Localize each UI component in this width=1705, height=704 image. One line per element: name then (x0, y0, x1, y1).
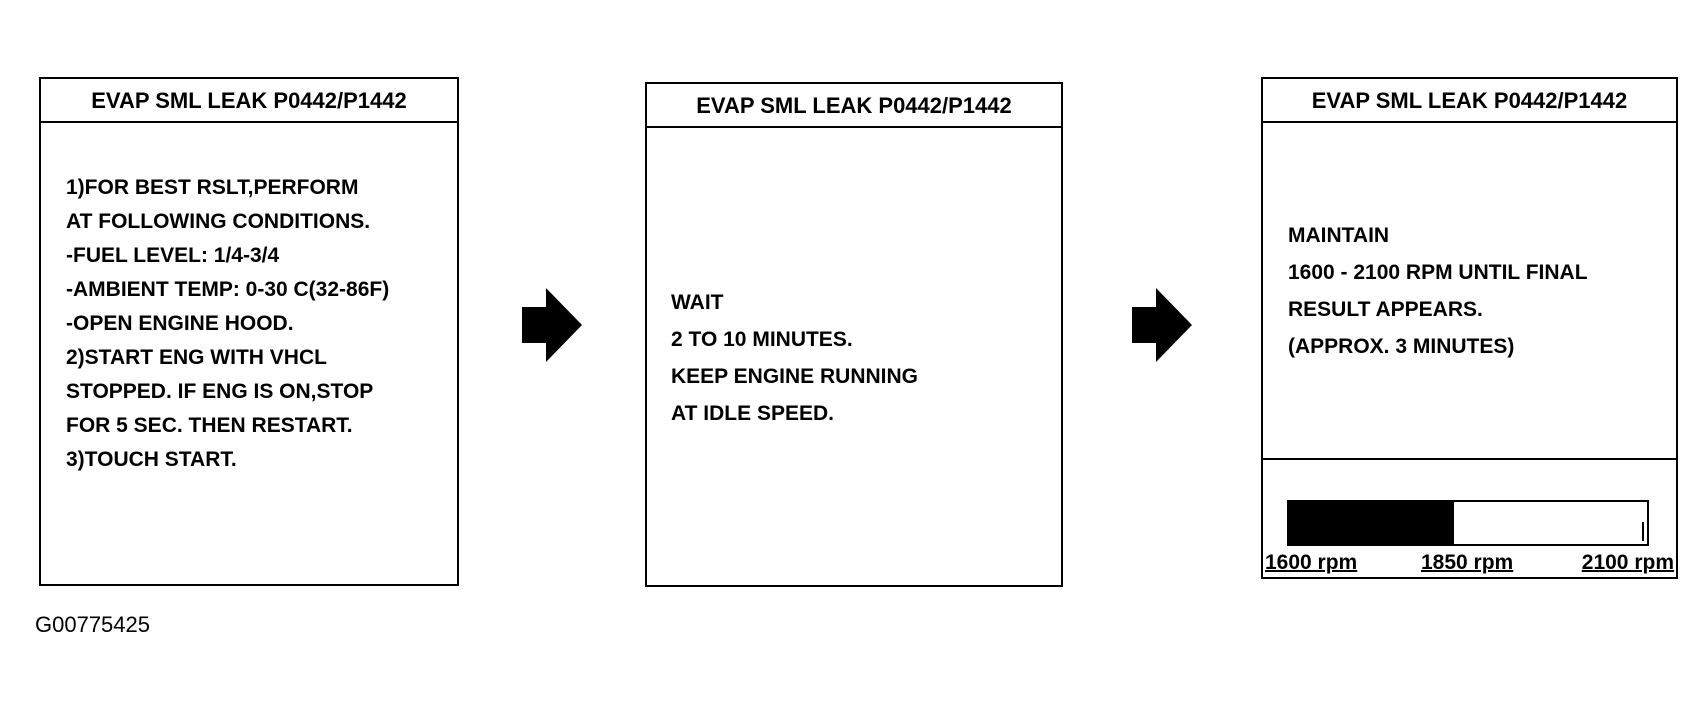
rpm-gauge-min-label: 1600 rpm (1265, 551, 1358, 574)
screen-1-line: FOR 5 SEC. THEN RESTART. (66, 414, 353, 437)
screen-2-title: EVAP SML LEAK P0442/P1442 (647, 84, 1061, 128)
rpm-gauge-fill (1289, 502, 1454, 544)
screen-1-line: -AMBIENT TEMP: 0-30 C(32-86F) (66, 278, 390, 301)
screen-3-line: MAINTAIN (1288, 224, 1390, 247)
screen-3-line: (APPROX. 3 MINUTES) (1288, 335, 1515, 358)
screen-2-line: KEEP ENGINE RUNNING (671, 365, 918, 388)
rpm-gauge-mid-label: 1850 rpm (1421, 551, 1514, 574)
screen-3-maintain-rpm: EVAP SML LEAK P0442/P1442 MAINTAIN 1600 … (1261, 77, 1678, 579)
screen-2-line: 2 TO 10 MINUTES. (671, 328, 853, 351)
rpm-gauge-labels: 1600 rpm 1850 rpm 2100 rpm (1263, 549, 1676, 577)
screen-3-title: EVAP SML LEAK P0442/P1442 (1263, 79, 1676, 123)
figure-id: G00775425 (35, 612, 150, 637)
screen-1-line: 2)START ENG WITH VHCL (66, 346, 327, 369)
screen-1-body: 1)FOR BEST RSLT,PERFORM AT FOLLOWING CON… (41, 171, 457, 477)
screen-3-body: MAINTAIN 1600 - 2100 RPM UNTIL FINAL RES… (1263, 217, 1676, 365)
rpm-gauge-max-label: 2100 rpm (1581, 551, 1674, 574)
screen-2-line: WAIT (671, 291, 724, 314)
screen-2-body: WAIT 2 TO 10 MINUTES. KEEP ENGINE RUNNIN… (647, 284, 1061, 432)
screen-1-instructions: EVAP SML LEAK P0442/P1442 1)FOR BEST RSL… (39, 77, 459, 586)
rpm-gauge-end-tick (1642, 522, 1644, 541)
screen-1-title: EVAP SML LEAK P0442/P1442 (41, 79, 457, 123)
screen-1-line: STOPPED. IF ENG IS ON,STOP (66, 380, 374, 403)
screen-3-line: 1600 - 2100 RPM UNTIL FINAL (1288, 261, 1588, 284)
arrow-right-icon (522, 288, 582, 362)
screen-1-line: -OPEN ENGINE HOOD. (66, 312, 294, 335)
arrow-right-icon (1132, 288, 1192, 362)
screen-1-line: 3)TOUCH START. (66, 448, 237, 471)
gauge-divider (1263, 458, 1676, 460)
rpm-gauge-bar (1287, 500, 1649, 546)
screen-1-line: 1)FOR BEST RSLT,PERFORM (66, 176, 359, 199)
screen-1-line: AT FOLLOWING CONDITIONS. (66, 210, 371, 233)
screen-3-line: RESULT APPEARS. (1288, 298, 1483, 321)
screen-1-line: -FUEL LEVEL: 1/4-3/4 (66, 244, 280, 267)
screen-2-wait: EVAP SML LEAK P0442/P1442 WAIT 2 TO 10 M… (645, 82, 1063, 587)
screen-2-line: AT IDLE SPEED. (671, 402, 834, 425)
